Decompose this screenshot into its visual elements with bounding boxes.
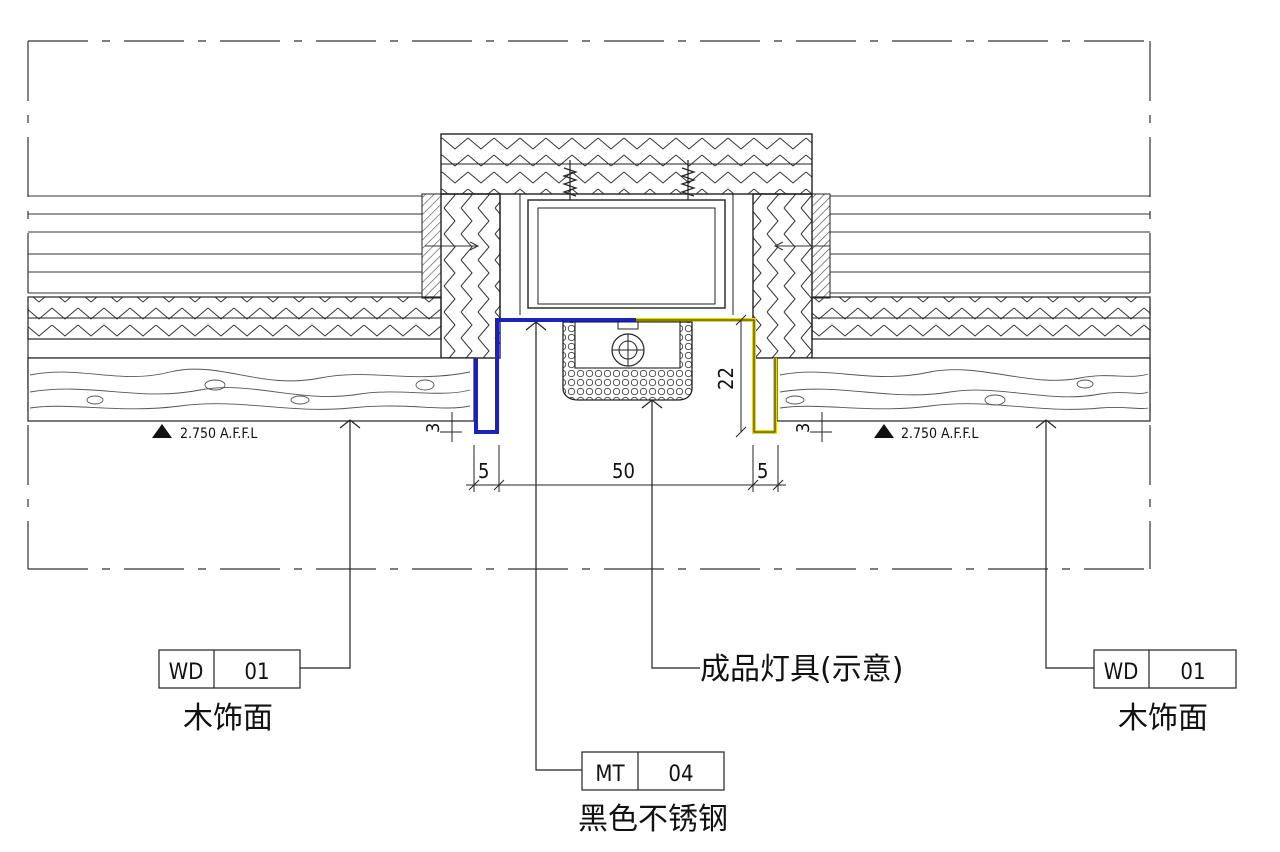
elevation-marker-right: 2.750 A.F.F.L <box>874 424 978 442</box>
dim-gap-width: 50 <box>612 459 635 483</box>
material-tag-metal: MT 04 黑色不锈钢 <box>578 751 728 837</box>
tag-right-code: WD <box>1104 660 1139 685</box>
material-tag-left: WD 01 木饰面 <box>158 649 301 736</box>
tag-left-caption: 木饰面 <box>183 701 273 736</box>
fixture-annotation: 成品灯具(示意) <box>700 652 903 687</box>
tag-right-caption: 木饰面 <box>1118 701 1208 736</box>
tag-metal-code: MT <box>595 762 625 787</box>
dim-gap-right: 5 <box>757 459 768 483</box>
tag-metal-number: 04 <box>668 762 693 787</box>
leader-lines <box>300 321 1094 771</box>
elevation-marker-left: 2.750 A.F.F.L <box>152 424 257 442</box>
tag-left-number: 01 <box>244 660 269 685</box>
channel-outline <box>636 319 776 433</box>
nail-icon <box>425 241 830 251</box>
stainless-channel-blue <box>474 318 636 434</box>
elevation-label-left: 2.750 A.F.F.L <box>180 426 257 442</box>
tag-left-code: WD <box>169 660 204 685</box>
driver-box <box>527 199 726 309</box>
dimension-lines <box>440 314 832 492</box>
elevation-label-right: 2.750 A.F.F.L <box>901 426 978 442</box>
tag-metal-caption: 黑色不锈钢 <box>578 802 728 837</box>
dim-reveal-left: 3 <box>423 423 444 433</box>
wood-grain-veneer <box>27 357 1151 422</box>
ceiling-joist-lines <box>28 195 1150 294</box>
light-fixture <box>562 321 693 401</box>
dim-channel-depth: 22 <box>714 367 738 390</box>
top-plywood-block <box>440 133 813 195</box>
tag-right-number: 01 <box>1180 660 1205 685</box>
dim-reveal-right: 3 <box>793 423 814 433</box>
section-boundary <box>27 40 1151 570</box>
dim-gap-left: 5 <box>478 459 489 483</box>
material-tag-right: WD 01 木饰面 <box>1093 649 1237 736</box>
